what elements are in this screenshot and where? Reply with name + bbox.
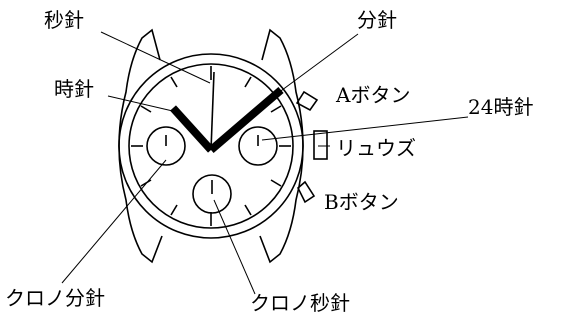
subdial-bottom bbox=[192, 174, 232, 214]
label-crown: リュウズ bbox=[336, 136, 416, 160]
second-hand-shape bbox=[210, 71, 215, 151]
subdials bbox=[146, 126, 278, 214]
hour-markers bbox=[131, 66, 291, 226]
labels: 秒針 分針 時針 Aボタン 24時針 リュウズ Bボタン クロノ分針 クロノ秒針 bbox=[5, 8, 533, 315]
label-b-button: Bボタン bbox=[324, 190, 399, 214]
subdial-right bbox=[238, 126, 278, 166]
label-24h-hand: 24時針 bbox=[468, 95, 533, 119]
watch-case bbox=[118, 28, 304, 264]
label-hour-hand: 時針 bbox=[54, 77, 94, 101]
label-chrono-minute-hand: クロノ分針 bbox=[5, 286, 105, 310]
a-button-shape bbox=[295, 90, 319, 112]
label-second-hand: 秒針 bbox=[44, 8, 84, 32]
label-chrono-second-hand: クロノ秒針 bbox=[250, 291, 350, 315]
leader-lines bbox=[61, 31, 469, 295]
pushers bbox=[295, 90, 328, 204]
crown-shape bbox=[313, 130, 328, 160]
dial bbox=[128, 63, 294, 229]
bezel-outer bbox=[118, 53, 304, 239]
label-minute-hand: 分針 bbox=[357, 8, 397, 32]
hands bbox=[170, 71, 284, 154]
minute-hand-shape bbox=[208, 86, 284, 154]
label-a-button: Aボタン bbox=[335, 83, 410, 107]
b-button-shape bbox=[297, 180, 316, 204]
subdial-left bbox=[146, 126, 186, 166]
hour-hand-shape bbox=[170, 105, 214, 153]
